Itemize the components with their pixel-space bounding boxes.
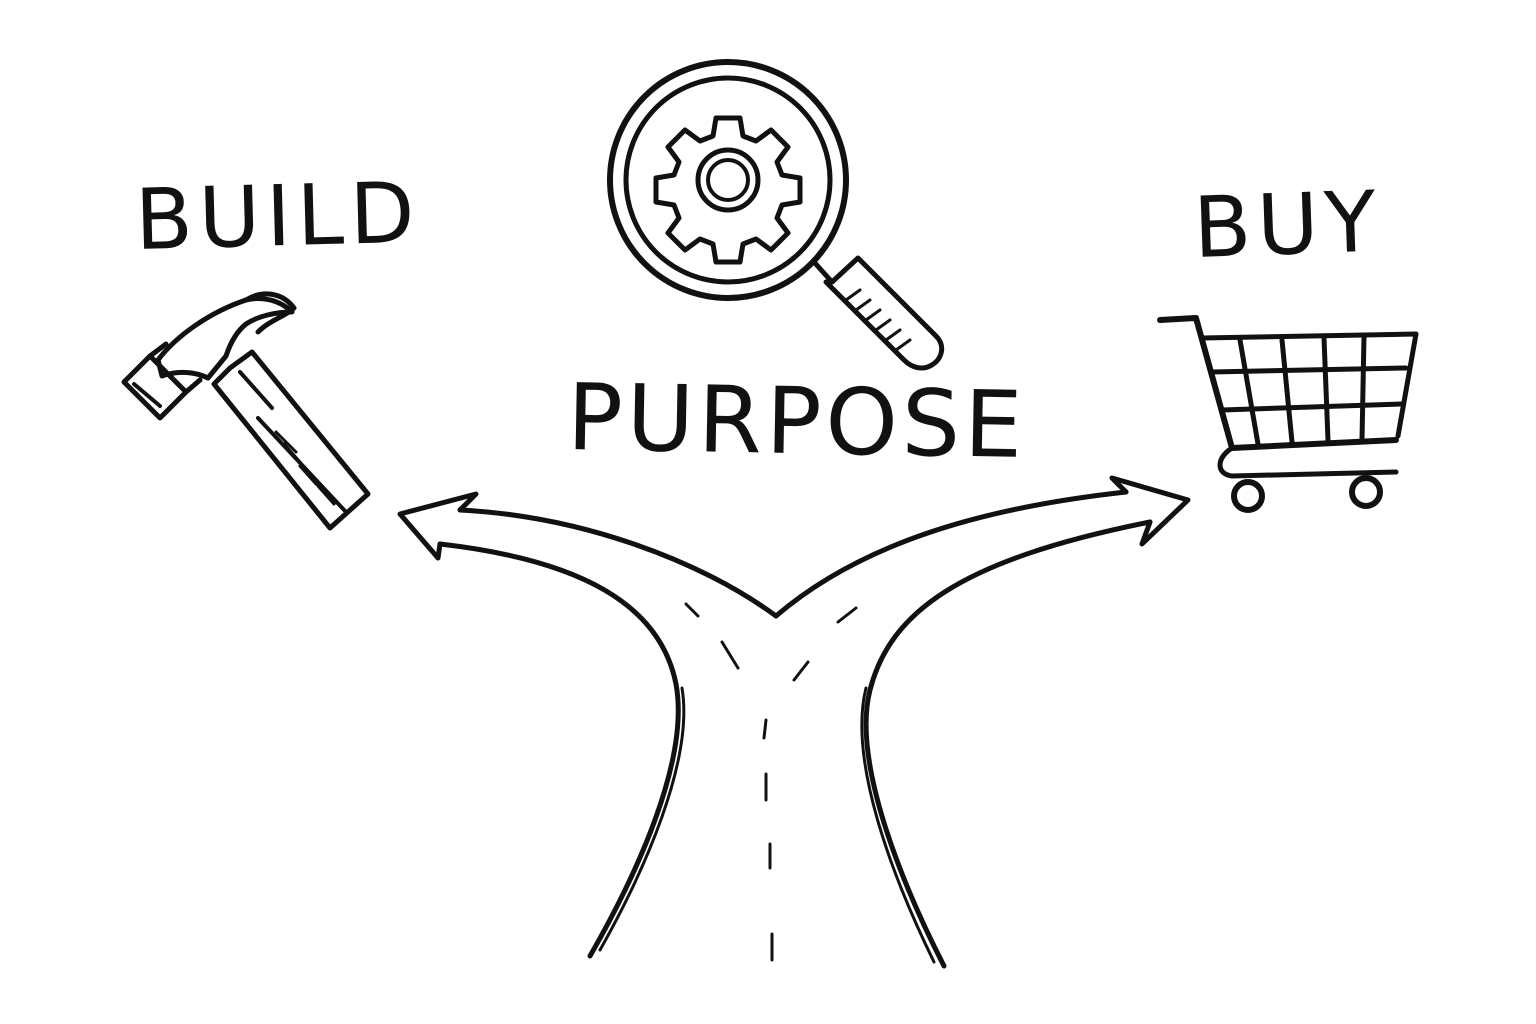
magnifying-glass-gear-icon bbox=[607, 59, 945, 371]
shopping-cart-icon bbox=[1157, 315, 1419, 513]
forked-road-icon bbox=[397, 475, 1191, 969]
build-label: BUILD bbox=[133, 163, 422, 269]
buy-label: BUY bbox=[1191, 172, 1384, 277]
hammer-icon bbox=[121, 291, 371, 531]
purpose-label: PURPOSE bbox=[566, 364, 1028, 479]
